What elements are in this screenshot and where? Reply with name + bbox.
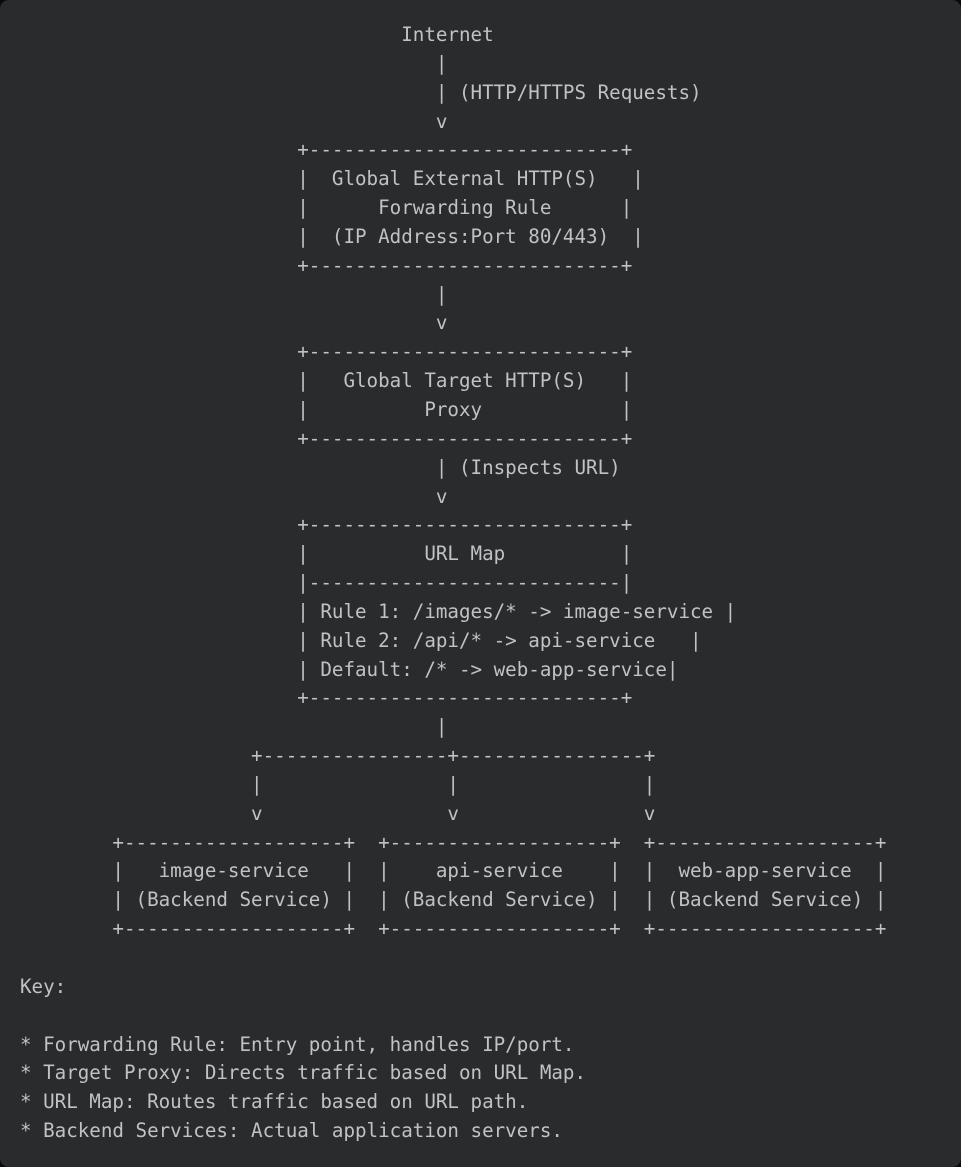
key-items: * Forwarding Rule: Entry point, handles …	[20, 1032, 587, 1143]
ascii-architecture-diagram: Internet | | (HTTP/HTTPS Requests) v +--…	[112, 23, 887, 941]
key-heading: Key:	[20, 974, 67, 998]
